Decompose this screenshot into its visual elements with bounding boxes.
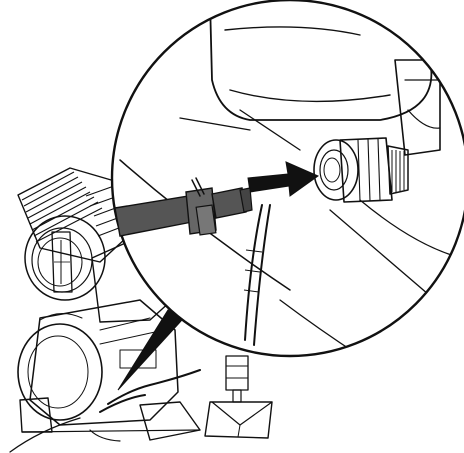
filter-intake-tube: [114, 177, 253, 237]
threaded-fitting: [313, 137, 409, 203]
detail-pointer: [117, 309, 183, 391]
drain-valve: [225, 355, 249, 403]
base-frame: [19, 397, 201, 442]
insertion-arrow: [247, 161, 320, 197]
cooling-fins: [21, 171, 125, 243]
intake-cover: [24, 215, 106, 301]
floor-stand: [204, 401, 273, 439]
motor-housing: [17, 299, 179, 426]
